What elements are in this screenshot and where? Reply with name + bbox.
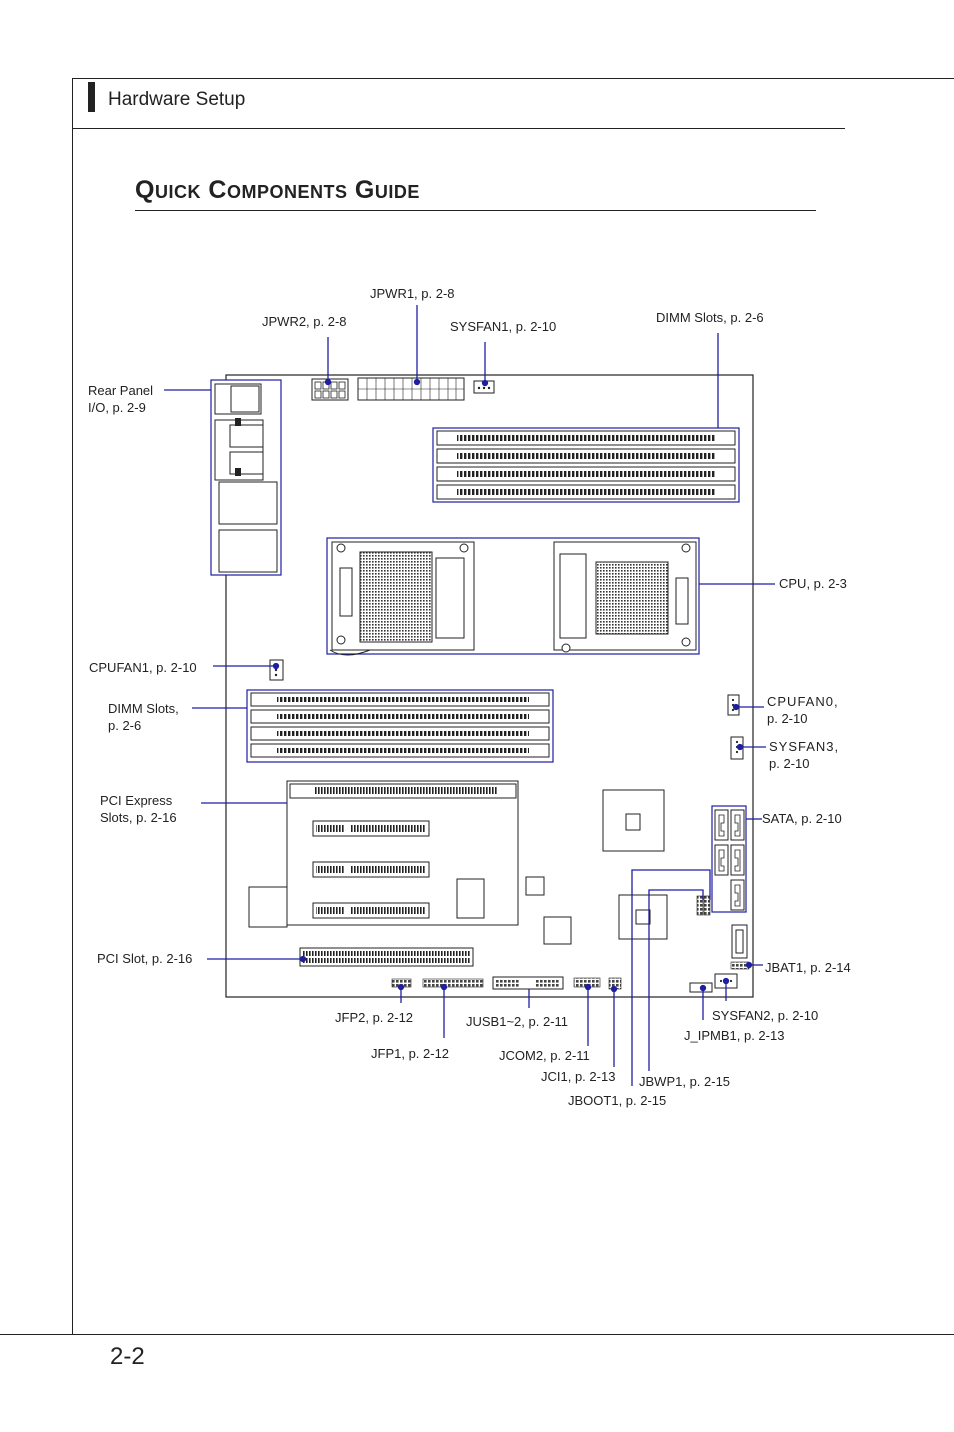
- label-cpufan1: CPUFAN1, p. 2-10: [89, 660, 197, 675]
- label-dimm-left: DIMM Slots, p. 2-6: [108, 701, 179, 733]
- page-frame-left: [72, 78, 73, 1334]
- label-pci-express: PCI Express Slots, p. 2-16: [100, 793, 177, 825]
- section-marker: [88, 82, 95, 112]
- label-jusb: JUSB1~2, p. 2-11: [466, 1014, 569, 1029]
- label-jpwr1: JPWR1, p. 2-8: [370, 286, 455, 301]
- page-number: 2-2: [110, 1343, 145, 1370]
- label-jboot1: JBOOT1, p. 2-15: [568, 1093, 667, 1108]
- sata-connectors: [711, 805, 747, 913]
- label-jbat1: JBAT1, p. 2-14: [765, 960, 851, 975]
- label-sysfan1: SYSFAN1, p. 2-10: [450, 319, 557, 334]
- chipset-components: [248, 789, 748, 959]
- label-sata: SATA, p. 2-10: [762, 811, 842, 826]
- label-pci-slot: PCI Slot, p. 2-16: [97, 951, 193, 966]
- page-frame-top: [72, 78, 954, 79]
- label-jcom2: JCOM2, p. 2-11: [499, 1048, 590, 1063]
- cpu-sockets: [326, 537, 700, 656]
- label-cpufan0: CPUFAN0, p. 2-10: [767, 694, 839, 726]
- section-title: Hardware Setup: [108, 89, 246, 110]
- dimm-slots-left: [246, 689, 554, 763]
- jpwr1-connector: [357, 377, 465, 401]
- cpufan0-connector: [727, 694, 740, 716]
- sysfan3-connector: [730, 736, 744, 760]
- header-rule: [72, 128, 845, 129]
- callout-lines: [164, 305, 775, 1086]
- jbwp1-jumper: [696, 895, 711, 916]
- label-sysfan2: SYSFAN2, p. 2-10: [712, 1008, 819, 1023]
- label-jipmb1: J_IPMB1, p. 2-13: [684, 1028, 785, 1043]
- label-cpu: CPU, p. 2-3: [779, 576, 847, 591]
- label-jfp2: JFP2, p. 2-12: [335, 1010, 414, 1025]
- label-jfp1: JFP1, p. 2-12: [371, 1046, 450, 1061]
- dimm-slots-top: [432, 427, 740, 503]
- label-dimm-top: DIMM Slots, p. 2-6: [656, 310, 764, 325]
- footer-rule: [0, 1334, 954, 1335]
- jpwr2-connector: [311, 378, 349, 401]
- label-jci1: JCI1, p. 2-13: [541, 1069, 616, 1084]
- label-rear-panel: Rear Panel I/O, p. 2-9: [88, 383, 154, 415]
- page-title: Quick Components Guide: [135, 176, 420, 204]
- title-rule: [135, 210, 816, 211]
- label-jpwr2: JPWR2, p. 2-8: [262, 314, 347, 329]
- pci-slot: [299, 947, 474, 967]
- label-sysfan3: SYSFAN3, p. 2-10: [769, 739, 840, 771]
- pci-express-slots: [286, 780, 519, 926]
- rear-panel-io: [210, 379, 282, 576]
- label-jbwp1: JBWP1, p. 2-15: [639, 1074, 731, 1089]
